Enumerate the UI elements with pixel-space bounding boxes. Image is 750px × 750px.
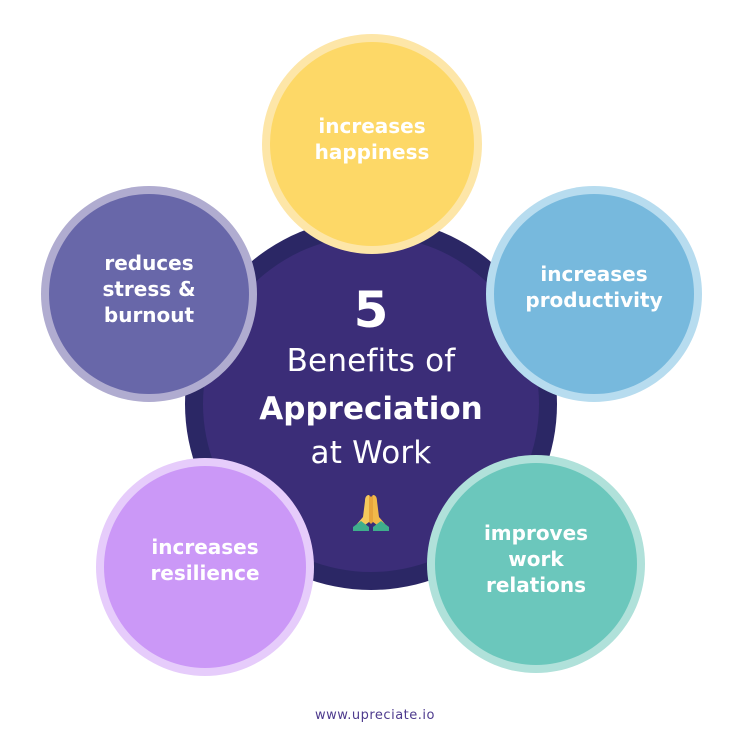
benefit-label: increases resilience [150, 535, 260, 585]
benefit-label: improves work relations [483, 521, 589, 597]
center-title: 5 Benefits of Appreciation at Work [203, 236, 539, 572]
benefit-stress: reduces stress & burnout [41, 186, 257, 402]
benefit-label: increases productivity [525, 262, 663, 312]
benefit-work-relations: improves work relations [427, 455, 645, 673]
title-number: 5 [353, 281, 389, 339]
benefit-happiness-fill [270, 42, 474, 246]
title-line-1: Benefits of [286, 343, 456, 379]
footer-url: www.upreciate.io [315, 708, 435, 723]
benefit-label: increases happiness [314, 114, 430, 164]
title-line-3: at Work [310, 435, 432, 471]
benefit-resilience: increases resilience [96, 458, 314, 676]
benefit-label: reduces stress & burnout [102, 251, 196, 327]
folded-hands-icon [353, 495, 389, 531]
title-line-2: Appreciation [259, 391, 483, 427]
benefit-work-relations-fill [435, 463, 637, 665]
benefit-productivity-fill [494, 194, 694, 394]
benefit-resilience-fill [104, 466, 306, 668]
benefit-stress-fill [49, 194, 249, 394]
benefit-happiness: increases happiness [262, 34, 482, 254]
benefit-productivity: increases productivity [486, 186, 702, 402]
